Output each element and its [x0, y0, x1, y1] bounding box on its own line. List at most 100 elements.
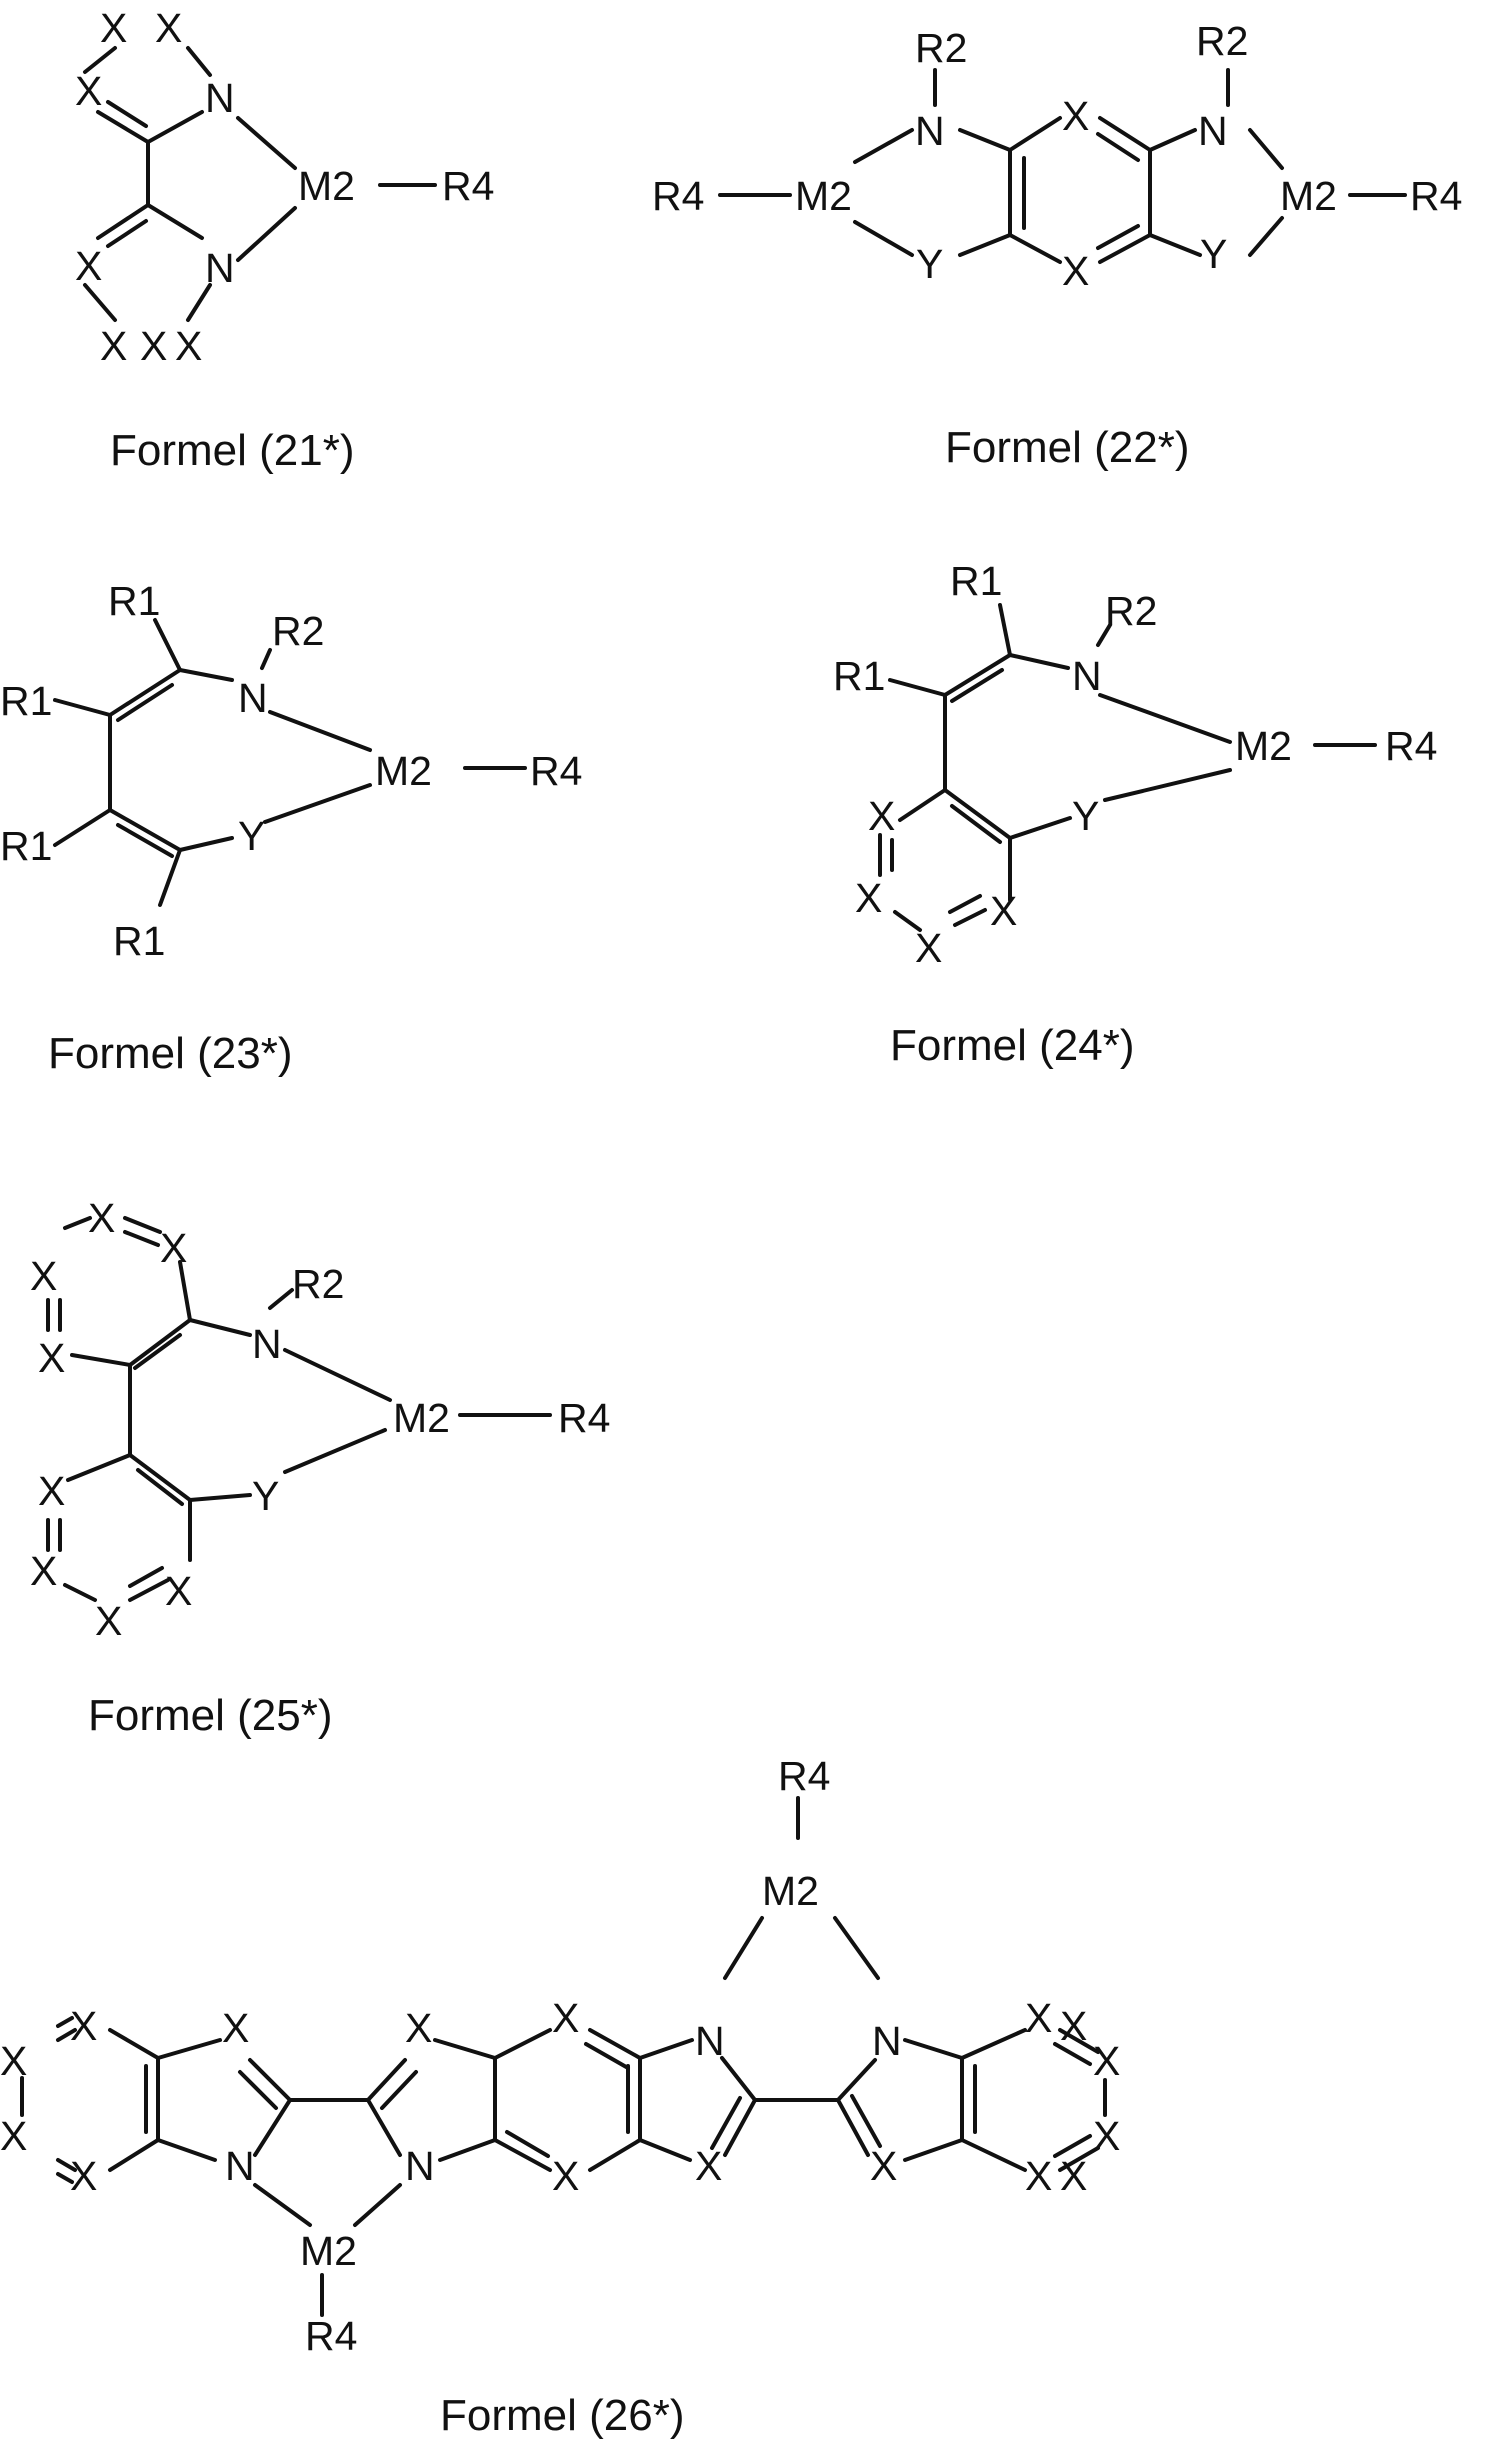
bond — [160, 850, 180, 905]
bond — [440, 2140, 495, 2160]
atom-x: X — [30, 1548, 57, 1594]
bond — [158, 2040, 220, 2058]
bond — [1150, 130, 1195, 150]
bond — [108, 221, 146, 246]
atom-x: X — [30, 1253, 57, 1299]
atom-r2: R2 — [292, 1261, 344, 1307]
atom-m2: M2 — [375, 748, 432, 794]
formula-caption: Formel (23*) — [48, 1029, 293, 1078]
bond — [190, 1495, 250, 1500]
bond — [68, 1455, 130, 1480]
atom-r2: R2 — [1196, 18, 1248, 64]
bond — [945, 655, 1010, 695]
bond — [962, 2030, 1025, 2058]
formula-26: R4 M2 X X X X N N X X X X X X N N X X X … — [0, 1753, 1120, 2440]
atom-r1: R1 — [0, 823, 52, 869]
bond — [355, 2185, 400, 2225]
bond — [155, 620, 180, 670]
bond — [855, 130, 912, 162]
bond — [855, 222, 912, 255]
atom-r4: R4 — [1385, 723, 1437, 769]
bond — [110, 670, 180, 715]
bond — [712, 2098, 740, 2148]
bond — [130, 1568, 162, 1586]
bond — [270, 1290, 292, 1308]
bond — [180, 838, 232, 850]
bond — [960, 130, 1010, 150]
atom-x: X — [1062, 93, 1089, 139]
bond — [1150, 235, 1200, 255]
atom-r4: R4 — [442, 163, 494, 209]
atom-r1: R1 — [950, 558, 1002, 604]
atom-r2: R2 — [915, 25, 967, 71]
bond — [590, 2140, 640, 2170]
bond — [65, 1218, 90, 1228]
formula-24: R1 R2 R1 N M2 R4 X Y X X X Formel (24*) — [833, 558, 1437, 1070]
bond — [240, 2072, 276, 2108]
bond — [98, 205, 148, 238]
atom-r1: R1 — [0, 678, 52, 724]
bond — [72, 1355, 130, 1365]
atom-x: X — [1060, 2153, 1087, 2199]
atom-r4: R4 — [1410, 173, 1462, 219]
atom-r4: R4 — [530, 748, 582, 794]
bond — [285, 1430, 385, 1472]
atom-y: Y — [1072, 793, 1099, 839]
atom-m2: M2 — [762, 1868, 819, 1914]
bond — [1010, 655, 1068, 668]
bond — [190, 1320, 250, 1335]
formula-caption: Formel (22*) — [945, 423, 1190, 472]
atom-m2: M2 — [393, 1395, 450, 1441]
formula-23: R1 R2 R1 N M2 R4 R1 Y R1 Formel (23*) — [0, 578, 582, 1078]
atom-x: X — [38, 1335, 65, 1381]
atom-r1: R1 — [833, 653, 885, 699]
atom-x: X — [0, 2038, 27, 2084]
bond — [905, 2140, 962, 2160]
atom-x: X — [552, 2153, 579, 2199]
bond — [255, 2185, 310, 2225]
bond — [960, 235, 1010, 255]
atom-y: Y — [252, 1473, 279, 1519]
atom-n: N — [915, 108, 945, 154]
bond — [725, 1918, 762, 1978]
bond — [270, 712, 370, 750]
bond — [1105, 770, 1230, 800]
bond — [180, 670, 232, 680]
bond — [262, 650, 270, 668]
formula-21: X X X N M2 R4 X N X X X Formel (21*) — [75, 5, 494, 475]
bond — [98, 112, 148, 142]
bond — [1010, 118, 1060, 150]
atom-n: N — [405, 2143, 435, 2189]
atom-x: X — [95, 1598, 122, 1644]
bond — [640, 2040, 692, 2058]
bond — [368, 2060, 405, 2100]
atom-x: X — [1062, 248, 1089, 294]
bond — [125, 1218, 160, 1232]
atom-x: X — [175, 323, 202, 369]
bond — [1100, 118, 1150, 150]
bond — [1010, 235, 1060, 262]
atom-x: X — [75, 68, 102, 114]
atom-r2: R2 — [272, 608, 324, 654]
atom-m2: M2 — [298, 163, 355, 209]
atom-n: N — [238, 675, 268, 721]
bond — [110, 2030, 158, 2058]
bond — [950, 896, 980, 912]
formula-22: R2 R2 N X N R4 M2 M2 R4 Y X Y Formel (22… — [652, 18, 1462, 472]
atom-n: N — [1198, 108, 1228, 154]
atom-x: X — [990, 888, 1017, 934]
bond — [495, 2030, 550, 2058]
atom-r4: R4 — [652, 173, 704, 219]
atom-x: X — [855, 875, 882, 921]
bond — [158, 2140, 215, 2160]
bond — [507, 2132, 548, 2156]
bond — [905, 2040, 962, 2058]
atom-x: X — [1093, 2113, 1120, 2159]
atom-n: N — [252, 1321, 282, 1367]
bond — [955, 910, 985, 925]
bond — [55, 810, 110, 845]
bond — [1100, 695, 1230, 742]
atom-x: X — [70, 2153, 97, 2199]
bond — [148, 205, 202, 238]
atom-x: X — [100, 5, 127, 51]
